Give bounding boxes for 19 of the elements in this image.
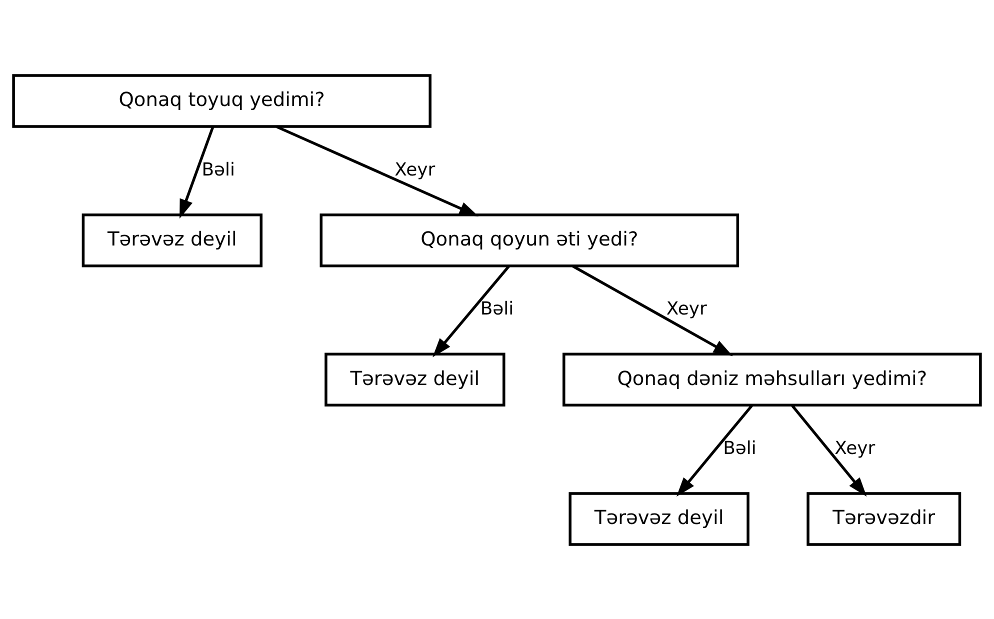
arrow: [180, 126, 214, 218]
edge-label: Xeyr: [834, 438, 876, 458]
node-box: Qonaq toyuq yedimi?: [12, 74, 432, 128]
edge-label: Xeyr: [666, 298, 707, 320]
node-box: Tərəvəz deyil: [324, 352, 506, 406]
node-box: Qonaq qoyun əti yedi?: [320, 212, 740, 267]
arrow: [432, 264, 510, 357]
node-box: Tərəvəzdir: [806, 492, 962, 546]
edge-label: Xeyr: [394, 158, 436, 180]
node-box: Qonaq dəniz məhsulları yedimi?: [562, 352, 982, 406]
edge-label: Bəli: [202, 158, 236, 180]
edge-label: Bəli: [723, 438, 756, 458]
node-box: Tərəvəz deyil: [82, 212, 263, 267]
arrow: [791, 404, 867, 496]
arrow: [676, 404, 754, 496]
edge-label: Bəli: [480, 298, 514, 320]
node-box: Tərəvəz deyil: [568, 492, 750, 546]
arrow: [276, 124, 479, 216]
arrow: [572, 264, 733, 356]
